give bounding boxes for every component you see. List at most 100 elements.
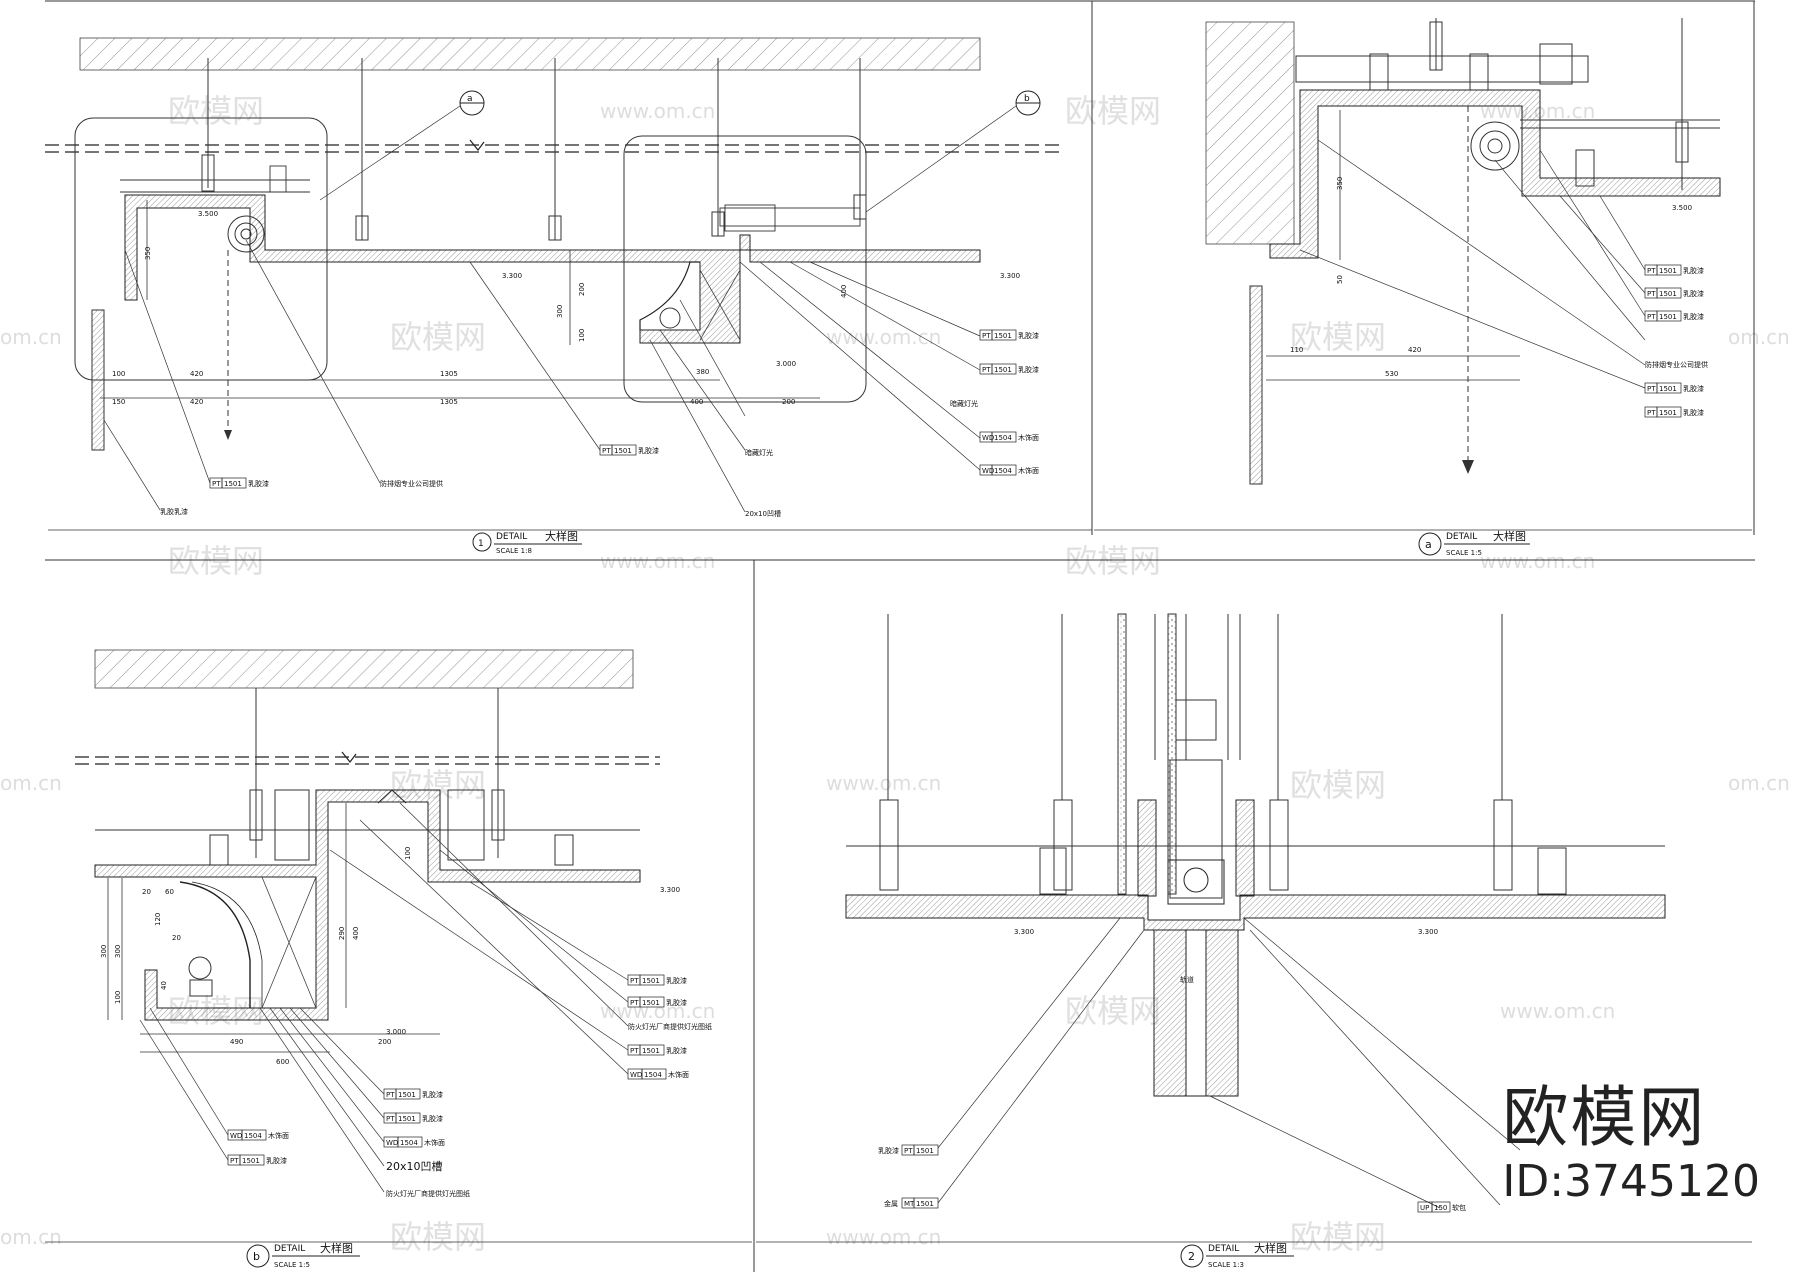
- svg-text:乳胶漆: 乳胶漆: [422, 1114, 443, 1123]
- dim-1305b: 1305: [440, 398, 458, 406]
- b-dim-40: 40: [160, 981, 168, 990]
- svg-text:1501: 1501: [398, 1091, 416, 1099]
- svg-text:木饰面: 木饰面: [424, 1138, 445, 1147]
- svg-text:1501: 1501: [1659, 313, 1677, 321]
- p2-elevation-left: 3.300: [1014, 928, 1034, 936]
- svg-text:PT: PT: [1647, 385, 1656, 393]
- svg-text:乳胶漆: 乳胶漆: [1018, 331, 1039, 340]
- elevation-box: 3.000: [776, 360, 796, 368]
- svg-text:WD: WD: [230, 1132, 242, 1140]
- dim-380: 380: [696, 368, 709, 376]
- dim-350: 350: [144, 247, 152, 260]
- svg-text:乳胶漆: 乳胶漆: [266, 1156, 287, 1165]
- b-dim-200: 200: [378, 1038, 391, 1046]
- wall-panel: [1249, 285, 1263, 485]
- dim-300: 300: [556, 305, 564, 318]
- svg-text:1501: 1501: [994, 366, 1012, 374]
- svg-text:乳胶漆: 乳胶漆: [1683, 312, 1704, 321]
- p1-note-2: 暗藏灯光: [745, 448, 773, 457]
- watermark-cn: 欧模网: [390, 1218, 486, 1256]
- watermark-url: om.cn: [0, 771, 62, 795]
- track-carrier: [1167, 859, 1225, 905]
- a-title-en: DETAIL: [1446, 532, 1477, 542]
- b-title-en: DETAIL: [274, 1244, 305, 1254]
- b-note-right: 防火灯光厂商提供灯光图纸: [628, 1022, 712, 1031]
- b-dim-300: 300: [100, 945, 108, 958]
- sheet-frame: [45, 0, 1755, 1272]
- p2-scale: SCALE 1:3: [1208, 1261, 1244, 1269]
- svg-text:1504: 1504: [400, 1139, 418, 1147]
- watermark-url: om.cn: [0, 1225, 62, 1249]
- dimension-marks: [100, 200, 820, 399]
- watermark-url: www.om.cn: [826, 771, 941, 795]
- svg-text:1501: 1501: [916, 1147, 934, 1155]
- detail-cloud-b: [623, 135, 867, 403]
- brand-id: ID:3745120: [1502, 1156, 1760, 1207]
- dim-200b: 200: [782, 398, 795, 406]
- dim-100: 100: [112, 370, 125, 378]
- watermark-url: om.cn: [1728, 325, 1790, 349]
- watermark-cn: 欧模网: [390, 318, 486, 356]
- watermark-cn: 欧模网: [1290, 1218, 1386, 1256]
- svg-text:乳胶漆: 乳胶漆: [1683, 266, 1704, 275]
- b-dim-100: 100: [114, 991, 122, 1004]
- b-dim-400: 400: [352, 927, 360, 940]
- b-badge: b: [253, 1250, 260, 1263]
- p2-elevation-right: 3.300: [1418, 928, 1438, 936]
- watermark-url: www.om.cn: [1480, 549, 1595, 573]
- concrete-slab: [79, 37, 981, 71]
- ceiling-board: [124, 194, 981, 344]
- svg-text:WD: WD: [982, 434, 994, 442]
- svg-text:MT: MT: [904, 1200, 915, 1208]
- p2-badge: 2: [1188, 1250, 1195, 1263]
- a-elevation: 3.500: [1672, 204, 1692, 212]
- svg-text:1501: 1501: [994, 332, 1012, 340]
- svg-text:1501: 1501: [1659, 385, 1677, 393]
- roller-icon: [1183, 867, 1209, 893]
- svg-text:PT: PT: [386, 1091, 395, 1099]
- brand-name: 欧模网: [1502, 1079, 1707, 1156]
- svg-text:1501: 1501: [614, 447, 632, 455]
- p1-title-en: DETAIL: [496, 532, 527, 542]
- dim-420: 420: [190, 370, 203, 378]
- svg-text:WD: WD: [386, 1139, 398, 1147]
- svg-text:PT: PT: [1647, 290, 1656, 298]
- wall-panel: [1137, 799, 1157, 897]
- svg-text:PT: PT: [630, 977, 639, 985]
- b-dim-100b: 100: [404, 847, 412, 860]
- a-scale: SCALE 1:5: [1446, 549, 1482, 557]
- a-note: 防排烟专业公司提供: [1645, 360, 1708, 369]
- a-title-cn: 大样图: [1493, 529, 1526, 543]
- p2-title-cn: 大样图: [1254, 1241, 1287, 1255]
- watermark-cn: 欧模网: [168, 542, 264, 580]
- leader-lines: [103, 105, 1017, 513]
- svg-text:PT: PT: [212, 480, 221, 488]
- b-dim-60: 60: [165, 888, 174, 896]
- svg-text:木饰面: 木饰面: [268, 1131, 289, 1140]
- p1-note-3: 20x10凹槽: [745, 509, 781, 518]
- svg-text:木饰面: 木饰面: [1018, 433, 1039, 442]
- b-dim-490: 490: [230, 1038, 243, 1046]
- svg-text:乳胶漆: 乳胶漆: [422, 1090, 443, 1099]
- watermark-url: www.om.cn: [600, 549, 715, 573]
- brand-watermark: 欧模网 ID:3745120: [1502, 1080, 1760, 1208]
- p1-note-1: 暗藏灯光: [950, 399, 978, 408]
- ceiling-board: [1269, 89, 1721, 259]
- p1-title-block: 1 DETAIL 大样图 SCALE 1:8: [472, 529, 582, 555]
- dim-400b: 400: [840, 285, 848, 298]
- svg-text:PT: PT: [1647, 409, 1656, 417]
